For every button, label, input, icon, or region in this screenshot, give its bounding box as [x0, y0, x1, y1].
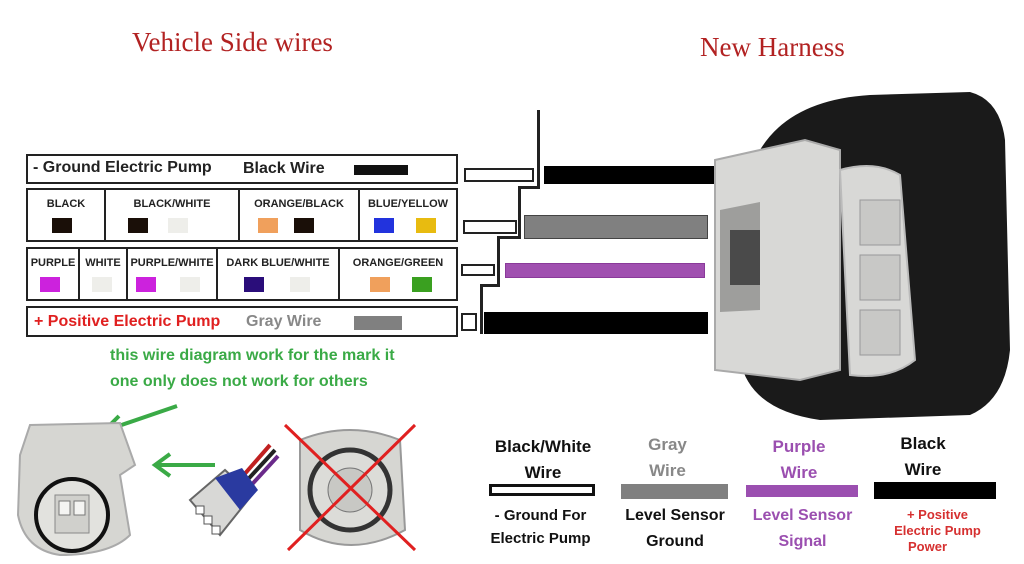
legend-title: Black Wire — [873, 431, 973, 483]
legend-title: Purple Wire — [745, 434, 853, 486]
color-cell: ORANGE/BLACK — [240, 190, 360, 240]
legend-title-line: Black/White — [494, 437, 592, 456]
color-swatch — [128, 218, 148, 233]
legend-wire-black-white — [489, 484, 595, 496]
legend-title-line: Purple — [772, 437, 826, 456]
black-white-wire — [544, 166, 724, 184]
legend-title-line: Wire — [780, 463, 818, 482]
legend-desc: - Ground For Electric Pump — [473, 504, 608, 550]
gray-wire-swatch — [354, 316, 402, 330]
legend-desc-line: Electric Pump — [490, 530, 591, 547]
legend-desc-line: Level Sensor — [625, 507, 725, 524]
color-swatch — [294, 218, 314, 233]
color-label: BLACK/WHITE — [133, 198, 211, 210]
legend-wire-black — [874, 482, 996, 499]
color-cell: BLACK — [28, 190, 106, 240]
color-label: WHITE — [85, 257, 121, 269]
color-cell: BLUE/YELLOW — [360, 190, 456, 240]
row-colors-1: BLACK BLACK/WHITE ORANGE/BLACK BLUE/YELL… — [26, 188, 458, 242]
color-label: BLUE/YELLOW — [367, 198, 449, 210]
gray-wire-label: Gray Wire — [246, 313, 322, 330]
color-swatch — [258, 218, 278, 233]
legend-desc-line: Ground — [646, 533, 704, 550]
legend-desc: Level Sensor Signal — [735, 503, 870, 555]
ground-wire-label: Black Wire — [243, 160, 325, 177]
legend-title-line: Black — [900, 434, 946, 453]
color-swatch — [92, 277, 112, 292]
color-label: PURPLE — [30, 257, 76, 269]
divider-line — [537, 110, 540, 188]
color-swatch — [40, 277, 60, 292]
legend-title-line: Wire — [904, 460, 942, 479]
legend-desc: + Positive Electric Pump Power — [875, 507, 1000, 555]
divider-line — [481, 284, 500, 287]
row-colors-2: PURPLE WHITE PURPLE/WHITE DARK BLUE/WHIT… — [26, 247, 458, 301]
purple-wire — [505, 263, 705, 278]
black-wire — [484, 312, 708, 334]
legend-wire-gray — [621, 484, 728, 499]
divider-line — [497, 236, 500, 286]
legend-title: Black/White Wire — [478, 434, 608, 486]
color-cell: DARK BLUE/WHITE — [218, 249, 340, 299]
legend-desc-line: Signal — [778, 533, 827, 550]
color-swatch — [416, 218, 436, 233]
legend-desc-line: Electric Pump — [894, 523, 981, 538]
positive-row: + Positive Electric Pump Gray Wire — [26, 306, 458, 337]
divider-line — [480, 284, 483, 334]
legend-wire-purple — [746, 485, 858, 497]
black-wire-swatch — [354, 165, 408, 175]
note-line-1: this wire diagram work for the mark it — [110, 347, 395, 364]
legend-desc-line: + Positive — [906, 507, 969, 522]
legend-title: Gray Wire — [620, 432, 715, 484]
color-cell: PURPLE — [28, 249, 80, 299]
color-label: ORANGE/BLACK — [254, 198, 344, 210]
wire-stub — [464, 168, 534, 182]
wire-stub — [463, 220, 517, 234]
divider-line — [520, 186, 540, 189]
color-label: DARK BLUE/WHITE — [226, 257, 330, 269]
legend-title-line: Wire — [649, 461, 686, 480]
legend-desc-line: Level Sensor — [752, 507, 853, 524]
color-cell: BLACK/WHITE — [106, 190, 240, 240]
legend-desc-line: - Ground For — [494, 507, 587, 524]
left-arrow-icon — [151, 452, 215, 478]
new-harness-title: New Harness — [700, 32, 845, 62]
gray-wire — [524, 215, 708, 239]
crossed-out-connector-photo — [283, 423, 417, 552]
wire-stub — [461, 313, 477, 331]
connector-photo — [714, 92, 1010, 420]
legend-title-line: Wire — [524, 463, 562, 482]
ground-label: - Ground Electric Pump — [33, 159, 212, 176]
note-line-2: one only does not work for others — [110, 373, 368, 390]
color-swatch — [370, 277, 390, 292]
color-label: PURPLE/WHITE — [130, 257, 214, 269]
color-cell: PURPLE/WHITE — [128, 249, 218, 299]
color-swatch — [290, 277, 310, 292]
legend-desc-line: Power — [907, 539, 947, 554]
color-swatch — [168, 218, 188, 233]
harness-plug-photo — [188, 443, 280, 537]
divider-line — [498, 236, 521, 239]
color-swatch — [180, 277, 200, 292]
color-swatch — [412, 277, 432, 292]
vehicle-side-title: Vehicle Side wires — [132, 27, 333, 57]
color-cell: WHITE — [80, 249, 128, 299]
wire-stub — [461, 264, 495, 276]
positive-label: + Positive Electric Pump — [34, 313, 221, 330]
legend-desc: Level Sensor Ground — [610, 503, 740, 555]
ground-row: - Ground Electric Pump Black Wire — [26, 154, 458, 184]
color-swatch — [244, 277, 264, 292]
color-swatch — [374, 218, 394, 233]
divider-line — [518, 186, 521, 238]
color-label: ORANGE/GREEN — [352, 257, 444, 269]
color-label: BLACK — [46, 198, 86, 210]
legend-title-line: Gray — [648, 435, 687, 454]
color-swatch — [52, 218, 72, 233]
connector-photo — [16, 421, 137, 557]
color-cell: ORANGE/GREEN — [340, 249, 456, 299]
color-swatch — [136, 277, 156, 292]
